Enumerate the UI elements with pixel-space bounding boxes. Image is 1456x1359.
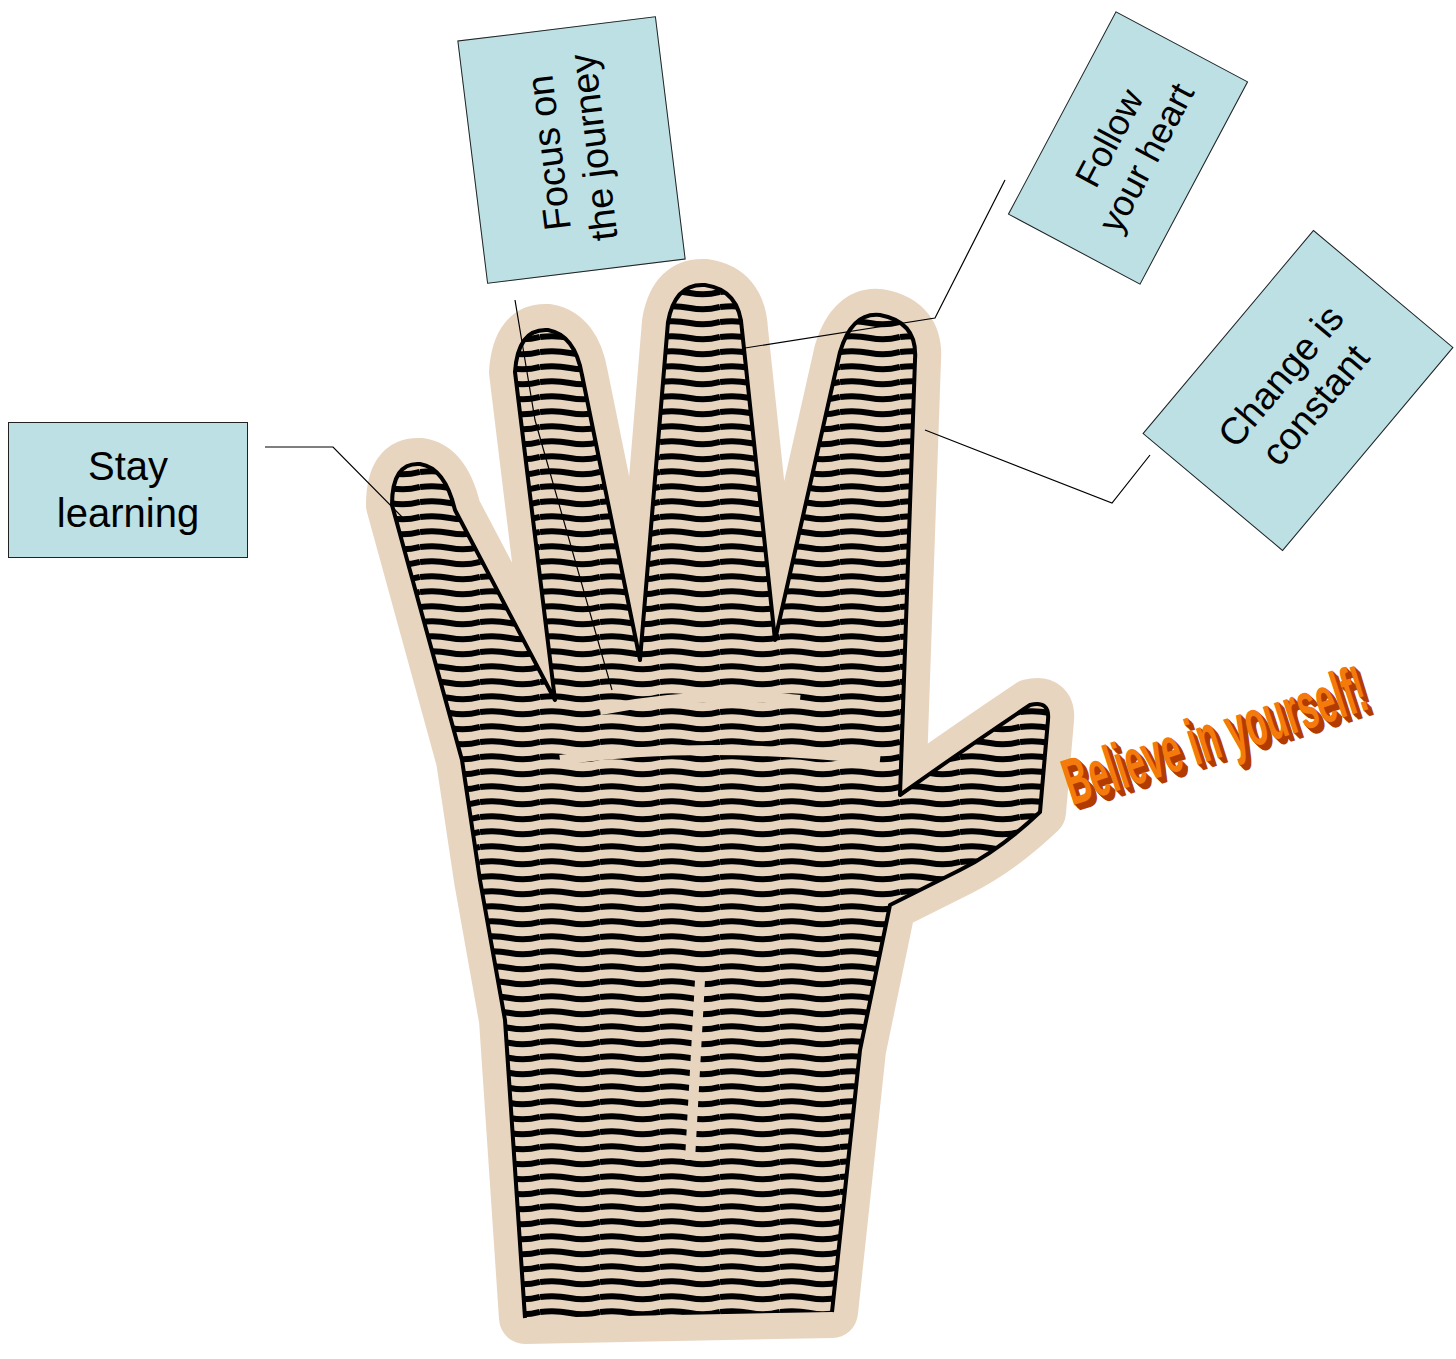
callout-text: Change is constant bbox=[1200, 285, 1396, 494]
leader-line bbox=[265, 447, 405, 520]
callout-box: Follow your heart bbox=[1008, 11, 1248, 284]
callout-box: Focus on the journey bbox=[457, 16, 685, 284]
leader-line bbox=[925, 430, 1150, 503]
callout-text: Stay learning bbox=[21, 443, 235, 537]
slogan-wordart: Believe in yourself! bbox=[1054, 650, 1377, 820]
hand-highlight bbox=[560, 697, 880, 1160]
callout-text: Follow your heart bbox=[1050, 51, 1207, 245]
callout-box: Change is constant bbox=[1142, 229, 1453, 550]
hand-shading bbox=[380, 270, 1060, 1330]
callout-text: Focus on the journey bbox=[515, 51, 627, 250]
callout-box: Stay learning bbox=[8, 422, 248, 558]
leader-line bbox=[745, 180, 1005, 348]
leader-line bbox=[515, 300, 612, 690]
